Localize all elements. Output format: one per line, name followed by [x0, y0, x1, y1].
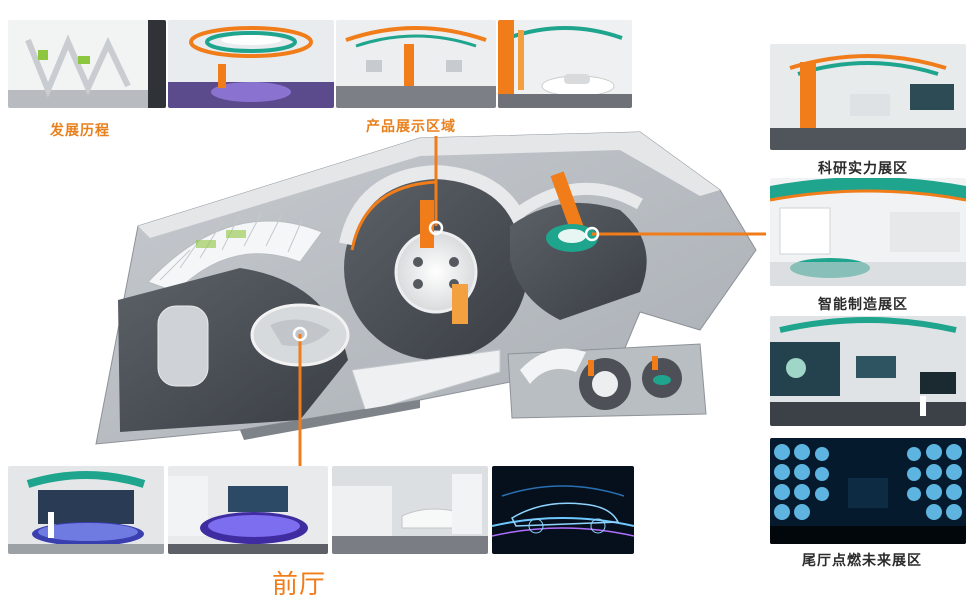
thumb-front-1[interactable] [8, 466, 164, 554]
smart-teal-stage [546, 224, 598, 252]
thumb-product-2[interactable] [498, 20, 632, 108]
thumb-tail-hall[interactable] [770, 438, 966, 544]
product-orange-panel [452, 284, 468, 324]
front-hall-floor [118, 268, 348, 432]
label-tail-hall: 尾厅点燃未来展区 [802, 553, 922, 569]
plan-slab [95, 131, 757, 445]
history-fan-wall [147, 211, 323, 293]
research-hall-render [770, 44, 966, 150]
thumb-smart-2[interactable] [770, 316, 966, 426]
thumb-history-1[interactable] [8, 20, 166, 108]
front-hall-render-c [332, 466, 488, 554]
product-turntable [394, 230, 478, 314]
thumb-smart[interactable] [770, 178, 966, 286]
label-research: 科研实力展区 [818, 161, 908, 177]
label-history: 发展历程 [50, 123, 110, 139]
callout-lines [298, 136, 766, 472]
plan-top-wall [138, 132, 720, 238]
thumb-front-3[interactable] [332, 466, 488, 554]
front-hall-render-b [168, 466, 328, 554]
smart-hall-render-2 [770, 316, 966, 426]
leader-dot-front [292, 326, 308, 342]
product-hall-render-a [336, 20, 496, 108]
thumb-product-1[interactable] [336, 20, 496, 108]
smart-hall-floor [510, 202, 647, 320]
tail-hall-render [770, 438, 966, 544]
label-smart-manufacturing: 智能制造展区 [818, 297, 908, 313]
front-hall-sandtable [250, 303, 350, 367]
label-front-hall: 前厅 [272, 570, 327, 600]
thumb-research[interactable] [770, 44, 966, 150]
product-hall-render-b [498, 20, 632, 108]
car-model-front [157, 305, 209, 387]
label-product-zone: 产品展示区域 [366, 119, 456, 135]
product-hall-ring [344, 176, 528, 360]
thumb-front-4[interactable] [492, 466, 634, 554]
inset-overview-model [507, 343, 707, 419]
leader-dot-smart [584, 226, 600, 242]
round-hall-render [168, 20, 334, 108]
product-orange-pillar [420, 200, 434, 248]
leader-dot-product [428, 220, 444, 236]
thumb-front-2[interactable] [168, 466, 328, 554]
research-orange-wall [550, 171, 584, 231]
thumb-history-2[interactable] [168, 20, 334, 108]
smart-hall-render [770, 178, 966, 286]
plan-lower-wall [351, 349, 501, 413]
front-hall-render-d [492, 466, 634, 554]
history-gallery-render [8, 20, 166, 108]
front-hall-render-a [8, 466, 164, 554]
